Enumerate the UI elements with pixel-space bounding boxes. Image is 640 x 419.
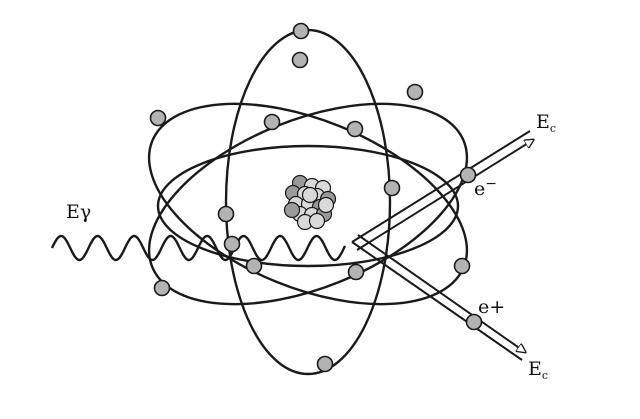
electron (263, 113, 281, 131)
electron-track-b (356, 140, 533, 251)
positron-energy-label: Ec (528, 358, 548, 382)
electron (153, 279, 171, 297)
particle-tracks (351, 130, 533, 361)
nucleon (317, 196, 335, 214)
electron (459, 166, 477, 184)
nucleon (283, 201, 301, 219)
positron-label: e+ (478, 296, 505, 318)
electron (406, 83, 424, 101)
electron (217, 205, 235, 223)
electron (245, 257, 263, 275)
electron (291, 51, 309, 69)
electron (347, 263, 365, 281)
photon-energy-label: Eγ (66, 201, 91, 223)
atomic-nucleus (283, 174, 337, 231)
nucleon (308, 212, 326, 230)
electron-label: e− (474, 176, 497, 200)
orbit-electrons (149, 22, 483, 373)
electron (383, 179, 401, 197)
electron (453, 257, 471, 275)
electron (149, 109, 167, 127)
incoming-photon-wave (50, 234, 347, 262)
electron-track-a (351, 130, 531, 243)
electron (292, 22, 310, 40)
electron (316, 355, 334, 373)
orbit-horizontal (156, 144, 460, 268)
electron-energy-label: Ec (536, 111, 556, 135)
electron (465, 313, 483, 331)
electron (346, 120, 364, 138)
electron (223, 235, 241, 253)
positron-track-a (351, 241, 523, 361)
nucleon (301, 186, 319, 204)
positron-track-b (357, 234, 525, 352)
